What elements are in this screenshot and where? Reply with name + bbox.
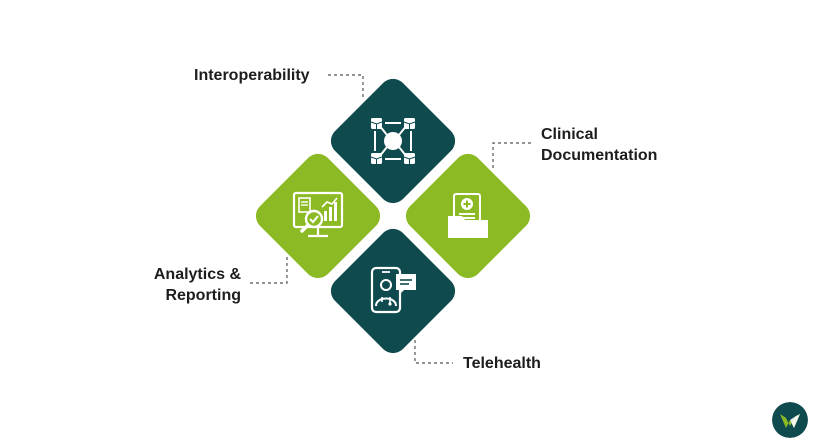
label-line: Interoperability <box>194 67 310 84</box>
label-telehealth: Telehealth <box>463 353 541 374</box>
label-analytics-reporting: Analytics & Reporting <box>146 264 241 306</box>
connector-analytics-reporting <box>250 257 288 284</box>
label-line: Telehealth <box>463 355 541 372</box>
brand-logo-icon <box>772 402 808 438</box>
network-cubes-icon <box>370 118 416 164</box>
label-line: Clinical <box>541 126 598 143</box>
label-line: Reporting <box>165 287 241 304</box>
connector-interoperability <box>328 74 364 100</box>
label-clinical-documentation: Clinical Documentation <box>541 124 657 166</box>
analytics-monitor-icon <box>292 191 344 238</box>
label-interoperability: Interoperability <box>194 65 310 86</box>
medical-folder-icon <box>448 193 488 238</box>
label-line: Analytics & <box>153 266 241 283</box>
label-line: Documentation <box>541 147 658 164</box>
phone-doctor-chat-icon <box>370 266 416 314</box>
connector-telehealth <box>414 340 453 364</box>
connector-clinical-documentation <box>492 142 531 168</box>
